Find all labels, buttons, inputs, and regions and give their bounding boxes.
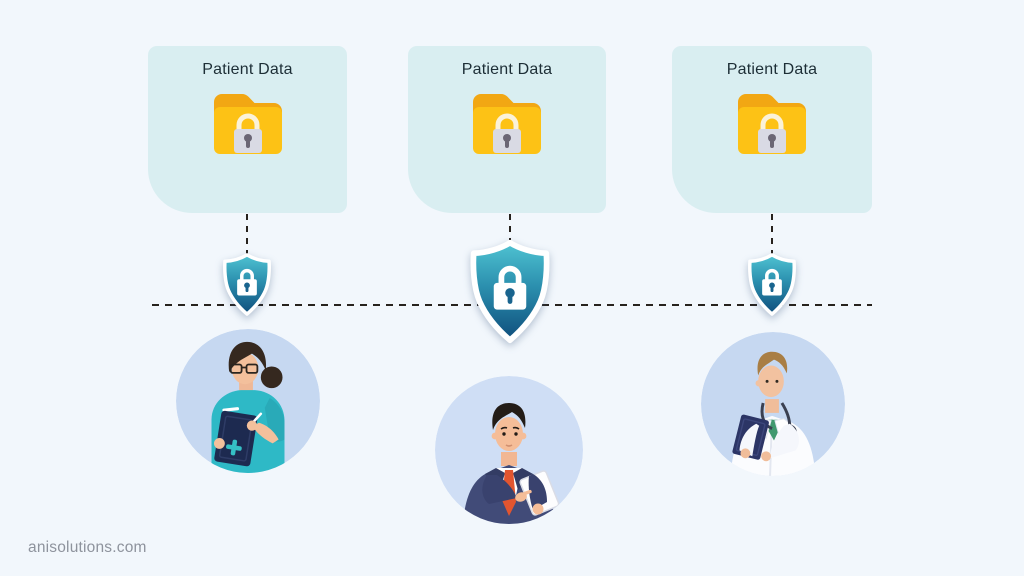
patient-data-card-1: Patient Data: [148, 46, 347, 213]
card-label: Patient Data: [461, 61, 553, 78]
connector-vertical-right: [771, 214, 773, 254]
shield-lock-icon-right: [743, 252, 801, 317]
locked-folder-icon: [213, 94, 282, 154]
watermark-text: anisolutions.com: [28, 539, 147, 556]
avatar-businessman: [435, 376, 583, 524]
locked-folder-icon: [473, 94, 541, 154]
patient-data-card-2: Patient Data: [408, 46, 606, 213]
connector-vertical-left: [246, 214, 248, 254]
doctor-illustration: [701, 332, 845, 476]
shield-lock-icon-left: [218, 252, 276, 317]
locked-folder-icon: [738, 94, 806, 154]
businessman-illustration: [435, 376, 583, 524]
connector-vertical-center: [509, 214, 511, 240]
shield-lock-icon-center: [462, 238, 558, 345]
nurse-illustration: [176, 329, 320, 473]
avatar-doctor: [701, 332, 845, 476]
card-label: Patient Data: [202, 61, 293, 78]
avatar-nurse: [176, 329, 320, 473]
patient-data-card-3: Patient Data: [672, 46, 872, 213]
card-label: Patient Data: [726, 61, 818, 78]
